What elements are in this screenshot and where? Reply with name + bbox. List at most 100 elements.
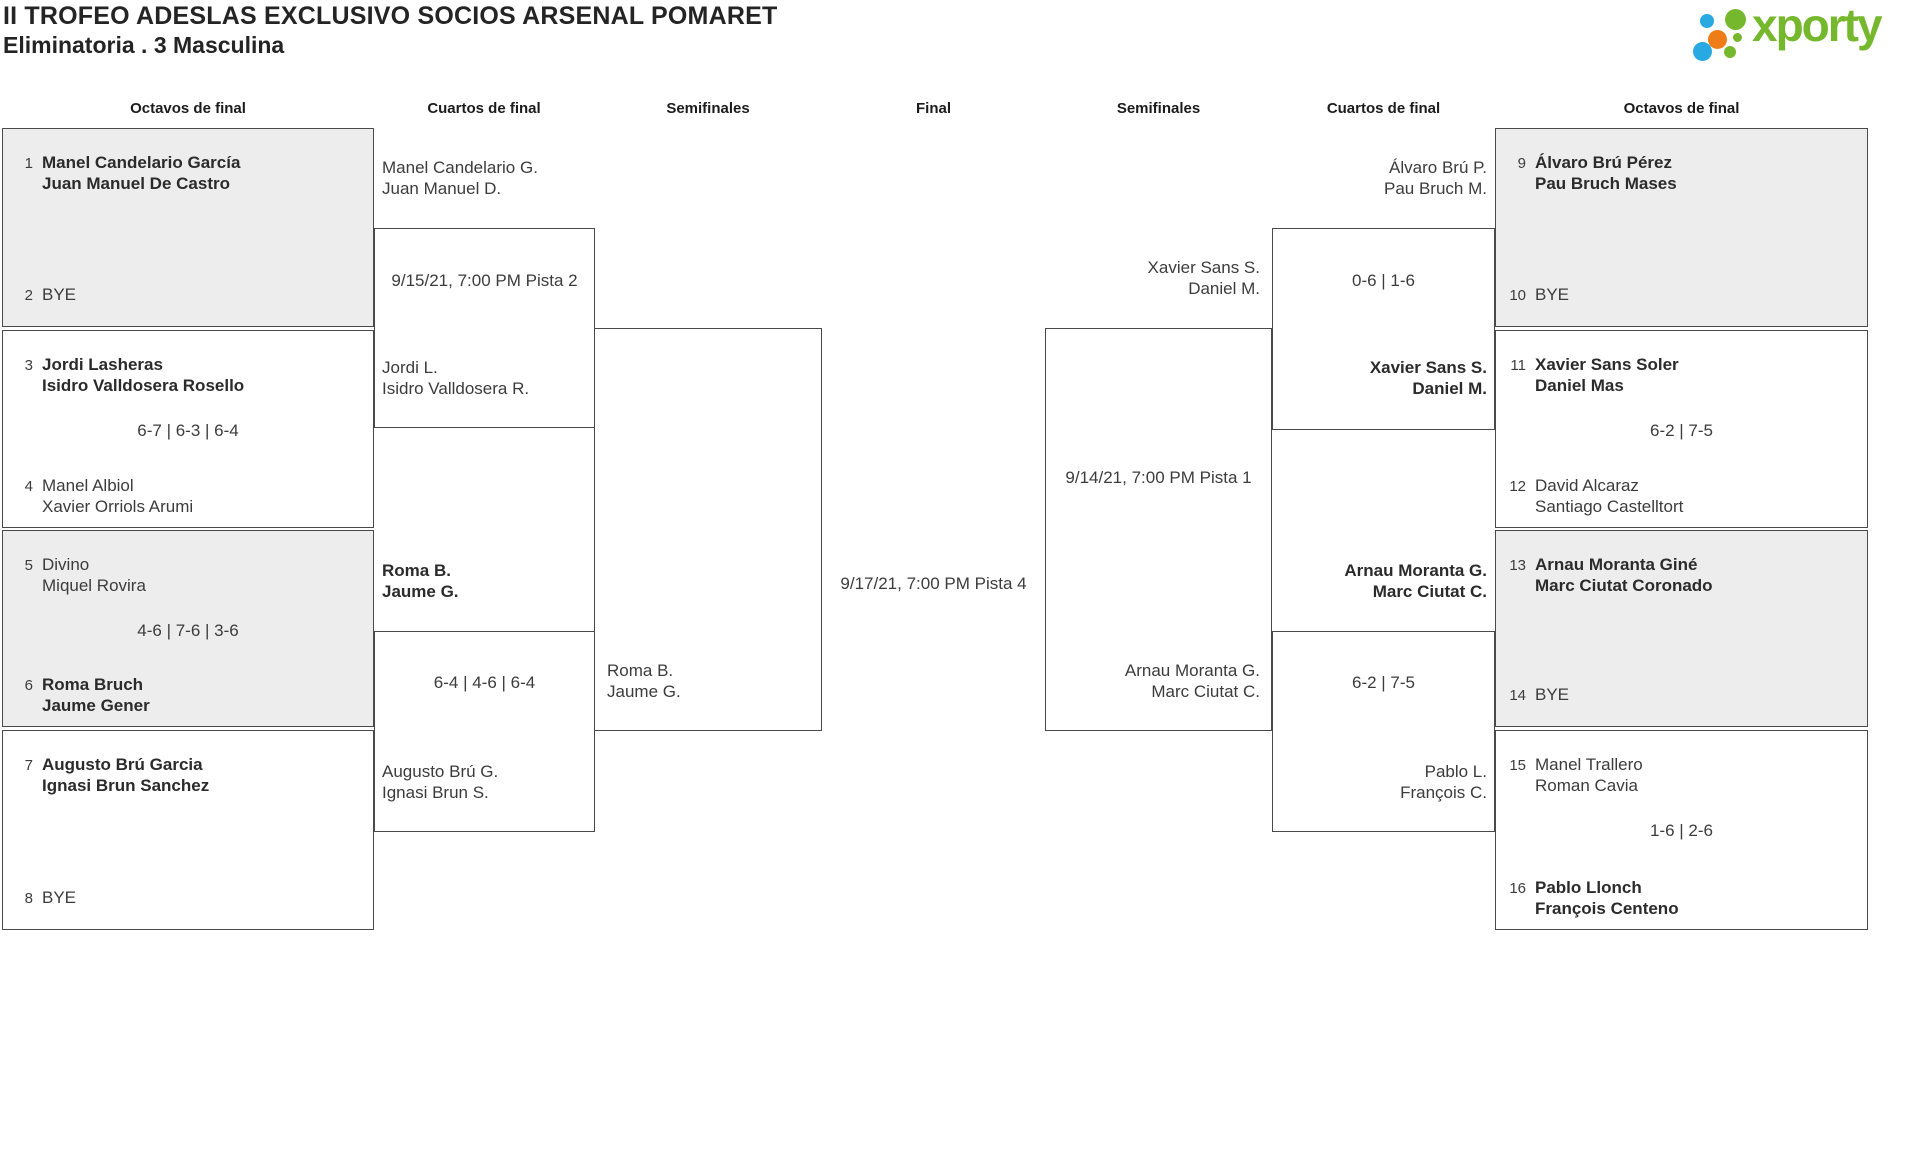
player-name: Manel Candelario G. (382, 158, 538, 177)
player-name: Augusto Brú Garcia (42, 755, 203, 774)
cuartos-1-detail: 9/15/21, 7:00 PM Pista 2 (391, 271, 578, 290)
player-name: Santiago Castelltort (1535, 497, 1684, 516)
seed-number: 6 (24, 677, 33, 694)
logo-dot-green-small (1724, 46, 1736, 58)
player-name: Juan Manuel D. (382, 179, 502, 198)
round-header-cuartos-left: Cuartos de final (427, 100, 541, 117)
match-score: 6-7 | 6-3 | 6-4 (137, 421, 239, 440)
cuartos-3-score: 0-6 | 1-6 (1351, 271, 1415, 290)
seed-number: 12 (1509, 478, 1526, 495)
player-name: BYE (1535, 685, 1570, 704)
seed-number: 13 (1509, 557, 1526, 574)
logo-dot-green-large (1725, 9, 1746, 30)
player-name: François C. (1400, 783, 1487, 802)
player-name: Ignasi Brun Sanchez (42, 776, 210, 795)
player-name: Xavier Sans Soler (1535, 355, 1679, 374)
seed-number: 15 (1509, 757, 1526, 774)
cuartos-2-top-team: Roma B. Jaume G. (382, 560, 587, 602)
xporty-logo[interactable]: xporty (1680, 0, 1916, 70)
player-name: BYE (42, 285, 77, 304)
player-name: Daniel M. (1412, 379, 1487, 398)
seed-number: 5 (24, 557, 33, 574)
player-name: Manel Albiol (42, 476, 134, 495)
seed-number: 10 (1509, 287, 1526, 304)
player-name: Juan Manuel De Castro (42, 174, 230, 193)
cuartos-2-score: 6-4 | 4-6 | 6-4 (433, 673, 536, 692)
player-name: Roma B. (607, 661, 674, 680)
player-name: Pablo Llonch (1535, 878, 1642, 897)
player-name: Augusto Brú G. (382, 762, 499, 781)
cuartos-1-bottom-team: Jordi L. Isidro Valldosera R. (382, 357, 587, 399)
player-name: Arnau Moranta G. (1124, 661, 1260, 680)
match-score: 6-2 | 7-5 (1649, 421, 1713, 440)
cuartos-3-top-team: Álvaro Brú P. Pau Bruch M. (1280, 157, 1487, 199)
team-slot: 10 BYE (1506, 284, 1859, 305)
player-name: BYE (42, 888, 77, 907)
round-header-cuartos-right: Cuartos de final (1326, 100, 1441, 117)
final-detail: 9/17/21, 7:00 PM Pista 4 (840, 574, 1027, 593)
player-name: Daniel Mas (1535, 376, 1624, 395)
cuartos-2-bottom-team: Augusto Brú G. Ignasi Brun S. (382, 761, 587, 803)
player-name: Jaume Gener (42, 696, 150, 715)
player-name: Roman Cavia (1535, 776, 1638, 795)
round-header-semifinales-left: Semifinales (666, 100, 750, 117)
player-name: Marc Ciutat C. (1372, 582, 1487, 601)
seed-number: 8 (24, 890, 33, 907)
bracket-subtitle: Eliminatoria . 3 Masculina (3, 32, 285, 58)
player-name: Divino (42, 555, 90, 574)
player-name: Daniel M. (1188, 279, 1260, 298)
player-name: Marc Ciutat Coronado (1535, 576, 1713, 595)
logo-wordmark: xporty (1752, 0, 1883, 51)
team-slot: 14 BYE (1506, 684, 1859, 705)
cuartos-4-top-team: Arnau Moranta G. Marc Ciutat C. (1280, 560, 1487, 602)
player-name: Xavier Sans S. (1147, 258, 1260, 277)
semifinal-2-top-team: Xavier Sans S. Daniel M. (1050, 257, 1260, 299)
seed-number: 4 (24, 478, 33, 495)
round-header-octavos-right: Octavos de final (1623, 100, 1740, 117)
semifinal-match-1[interactable] (594, 328, 822, 731)
player-name: Manel Trallero (1535, 755, 1643, 774)
player-name: Ignasi Brun S. (382, 783, 489, 802)
seed-number: 7 (24, 757, 33, 774)
round-header-octavos-left: Octavos de final (130, 100, 246, 117)
logo-dot-blue-small (1700, 14, 1714, 28)
player-name: Pau Bruch M. (1384, 179, 1487, 198)
match-score: 4-6 | 7-6 | 3-6 (137, 621, 239, 640)
player-name: Roma Bruch (42, 675, 144, 694)
cuartos-match-2[interactable] (374, 631, 595, 832)
seed-number: 9 (1517, 155, 1526, 172)
player-name: Isidro Valldosera R. (382, 379, 530, 398)
player-name: Jaume G. (607, 682, 681, 701)
seed-number: 11 (1510, 357, 1526, 374)
semifinal-match-2[interactable] (1045, 328, 1272, 731)
cuartos-1-top-team: Manel Candelario G. Juan Manuel D. (382, 157, 587, 199)
seed-number: 16 (1509, 880, 1526, 897)
cuartos-match-3[interactable] (1272, 228, 1495, 430)
player-name: Marc Ciutat C. (1151, 682, 1260, 701)
match-score: 1-6 | 2-6 (1649, 821, 1713, 840)
player-name: Roma B. (382, 561, 451, 580)
cuartos-match-4[interactable] (1272, 631, 1495, 832)
player-name: Pau Bruch Mases (1535, 174, 1677, 193)
seed-number: 3 (24, 357, 33, 374)
player-name: Álvaro Brú P. (1389, 158, 1487, 177)
player-name: Jordi Lasheras (42, 355, 163, 374)
